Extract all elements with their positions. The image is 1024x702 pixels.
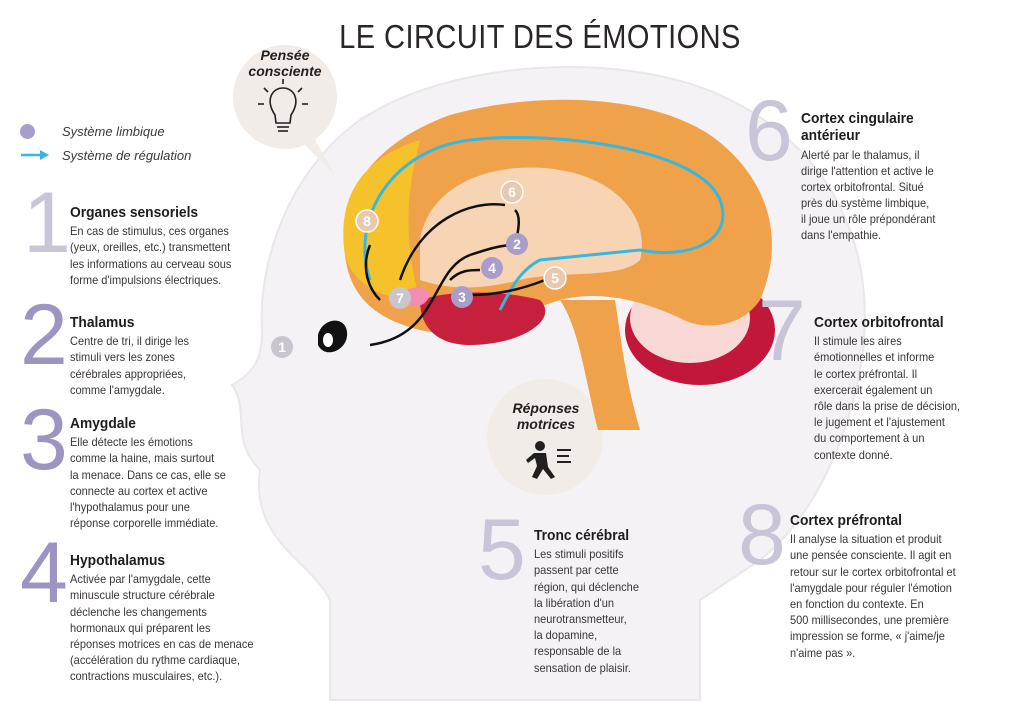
regulation-loop <box>363 136 725 311</box>
marker-8: 8 <box>355 209 379 233</box>
legend-limbic: Système limbique <box>20 119 191 143</box>
item-heading: Cortex orbitofrontal <box>814 314 944 331</box>
running-person-icon <box>526 441 571 479</box>
item-heading: Amygdale <box>70 415 136 432</box>
amygdala-region <box>420 292 546 345</box>
marker-7: 7 <box>389 287 411 309</box>
marker-2: 2 <box>506 233 528 255</box>
item-number: 4 <box>20 525 68 621</box>
marker-8-label: 8 <box>363 213 371 229</box>
page-title: LE CIRCUIT DES ÉMOTIONS <box>339 18 741 55</box>
marker-5-label: 5 <box>551 270 559 286</box>
item-number: 7 <box>758 283 806 379</box>
item-heading: Cortex préfrontal <box>790 512 902 529</box>
motor-bubble-label: Réponses motrices <box>500 400 592 432</box>
marker-6: 6 <box>500 180 524 204</box>
marker-1-label: 1 <box>278 339 286 355</box>
item-organes-sensoriels: 1 Organes sensoriels En cas de stimulus,… <box>20 180 300 288</box>
marker-6-label: 6 <box>508 184 516 200</box>
motor-label-top: Réponses <box>512 400 580 416</box>
limbic-area <box>420 167 642 288</box>
marker-4: 4 <box>481 257 503 279</box>
neural-arrows <box>364 203 546 347</box>
marker-5: 5 <box>543 266 567 290</box>
item-number: 6 <box>745 83 793 179</box>
item-number: 3 <box>20 392 68 488</box>
item-heading: Organes sensoriels <box>70 204 199 221</box>
marker-7-label: 7 <box>396 290 404 306</box>
thought-bubble <box>233 45 337 149</box>
item-cortex-prefrontal: 8 Cortex préfrontal Il analyse la situat… <box>738 492 1015 661</box>
motor-label-bottom: motrices <box>516 416 576 433</box>
legend-regulation: Système de régulation <box>20 143 191 167</box>
frontal-lobe <box>343 140 420 300</box>
motor-bubble <box>487 379 603 495</box>
brainstem <box>560 300 640 430</box>
marker-4-label: 4 <box>488 260 496 276</box>
limbic-dot-icon <box>20 123 35 139</box>
item-number: 2 <box>20 287 68 383</box>
thought-label-top: Pensée <box>260 47 310 63</box>
legend-limbic-label: Système limbique <box>62 123 165 139</box>
marker-3-label: 3 <box>458 289 466 305</box>
item-heading: Thalamus <box>70 314 135 331</box>
item-heading: Tronc cérébral <box>534 527 630 544</box>
item-hypothalamus: 4 Hypothalamus Activée par l'amygdale, c… <box>20 530 320 685</box>
item-body: En cas de stimulus, ces organes(yeux, or… <box>70 224 232 287</box>
item-number: 1 <box>23 175 71 271</box>
legend-regulation-label: Système de régulation <box>62 147 192 163</box>
marker-2-label: 2 <box>513 236 521 252</box>
regulation-arrow-icon <box>21 150 49 160</box>
item-number: 5 <box>478 502 526 598</box>
lightbulb-icon <box>258 79 308 132</box>
legend: Système limbique Système de régulation <box>20 119 191 167</box>
thought-bubble-label: Pensée consciente <box>245 47 325 79</box>
item-heading: Hypothalamus <box>70 552 166 569</box>
marker-1: 1 <box>271 336 293 358</box>
thought-label-bottom: consciente <box>248 63 322 80</box>
marker-3: 3 <box>451 286 473 308</box>
item-number: 8 <box>738 487 786 583</box>
item-cortex-orbitofrontal: 7 Cortex orbitofrontal Il stimule les ai… <box>758 288 1014 463</box>
